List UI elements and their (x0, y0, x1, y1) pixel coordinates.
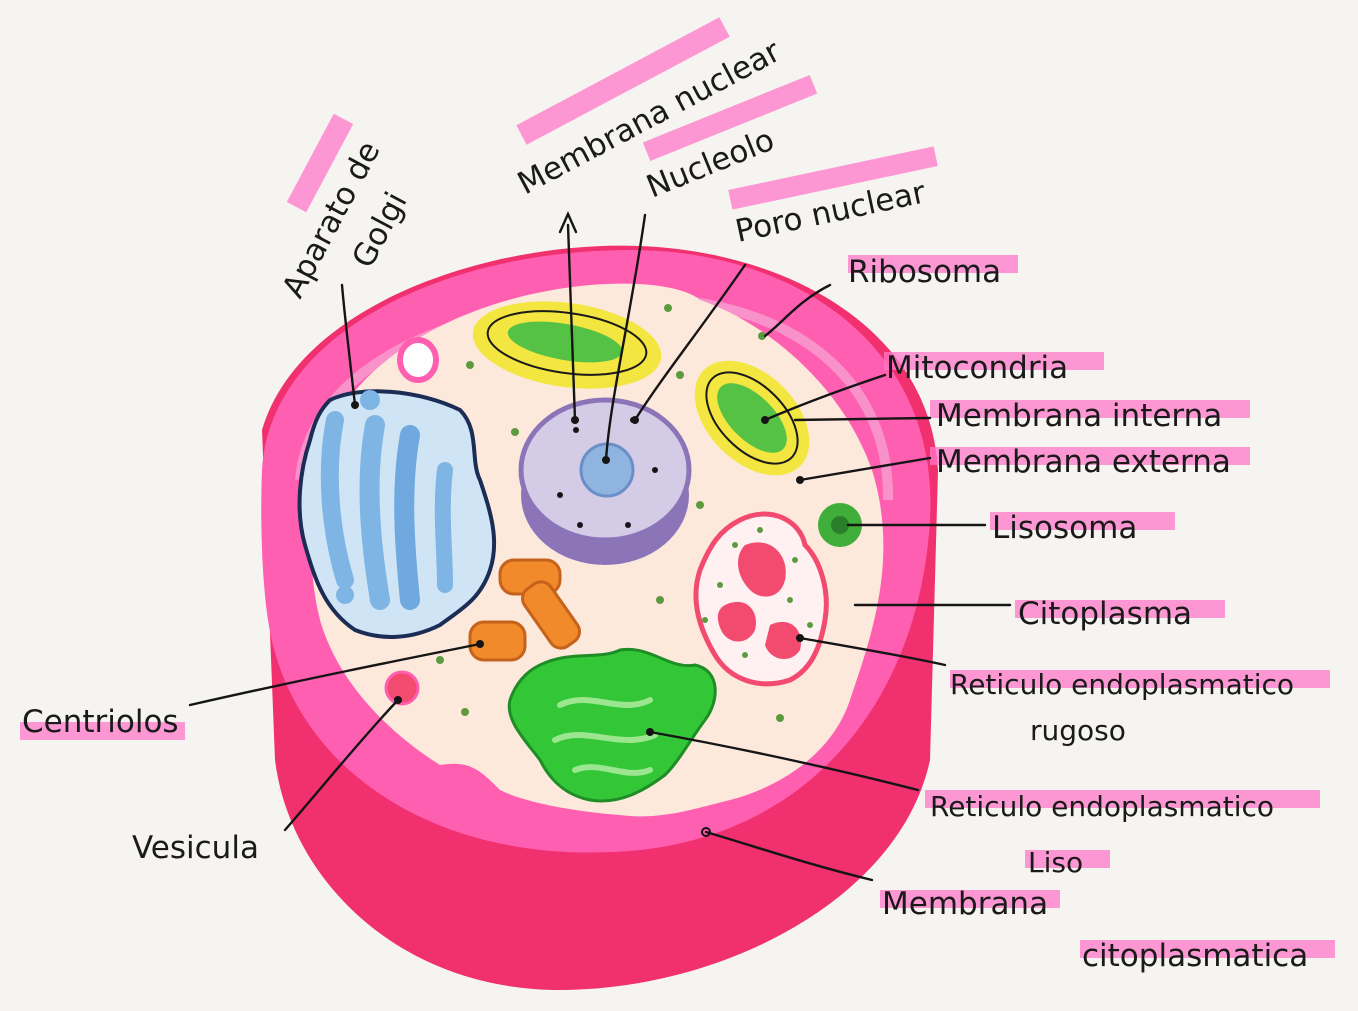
label-rough-er-line2: rugoso (1030, 714, 1126, 747)
label-mitochondria: Mitocondria (886, 350, 1068, 386)
label-centrioles: Centriolos (22, 704, 179, 740)
label-ribosome: Ribosoma (848, 254, 1001, 290)
label-inner-membrane: Membrana interna (936, 398, 1222, 434)
nucleus (521, 400, 689, 565)
label-lysosome: Lisosoma (992, 510, 1137, 546)
label-cell-membrane-line1: Membrana (882, 886, 1048, 922)
label-cell-membrane-line2: citoplasmatica (1082, 938, 1308, 974)
vesicle (386, 672, 418, 704)
golgi-apparatus (300, 390, 495, 637)
label-cytoplasm: Citoplasma (1018, 596, 1192, 632)
small-vesicle-ring (400, 340, 436, 380)
label-smooth-er-line2: Liso (1028, 846, 1083, 879)
label-outer-membrane: Membrana externa (936, 444, 1231, 480)
label-rough-er-line1: Reticulo endoplasmatico (950, 668, 1294, 701)
label-smooth-er-line1: Reticulo endoplasmatico (930, 790, 1274, 823)
label-vesicle: Vesicula (132, 830, 259, 866)
